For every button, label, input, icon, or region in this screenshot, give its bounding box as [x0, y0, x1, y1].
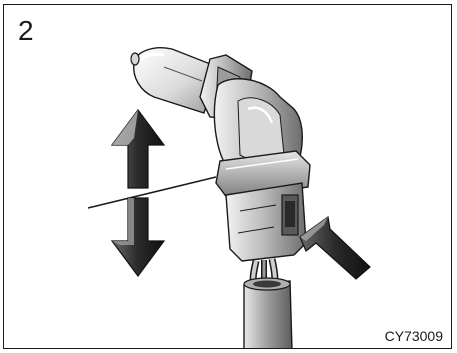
figure-frame: 2 — [3, 4, 452, 349]
arrow-up-icon — [112, 110, 164, 188]
connector-body — [226, 183, 306, 261]
bulb-connector-illustration — [4, 5, 452, 349]
cable-sheath — [244, 278, 292, 349]
arrow-press-icon — [300, 217, 370, 279]
arrow-down-icon — [112, 198, 164, 276]
separation-line — [88, 177, 216, 208]
figure-code: CY73009 — [385, 329, 443, 343]
